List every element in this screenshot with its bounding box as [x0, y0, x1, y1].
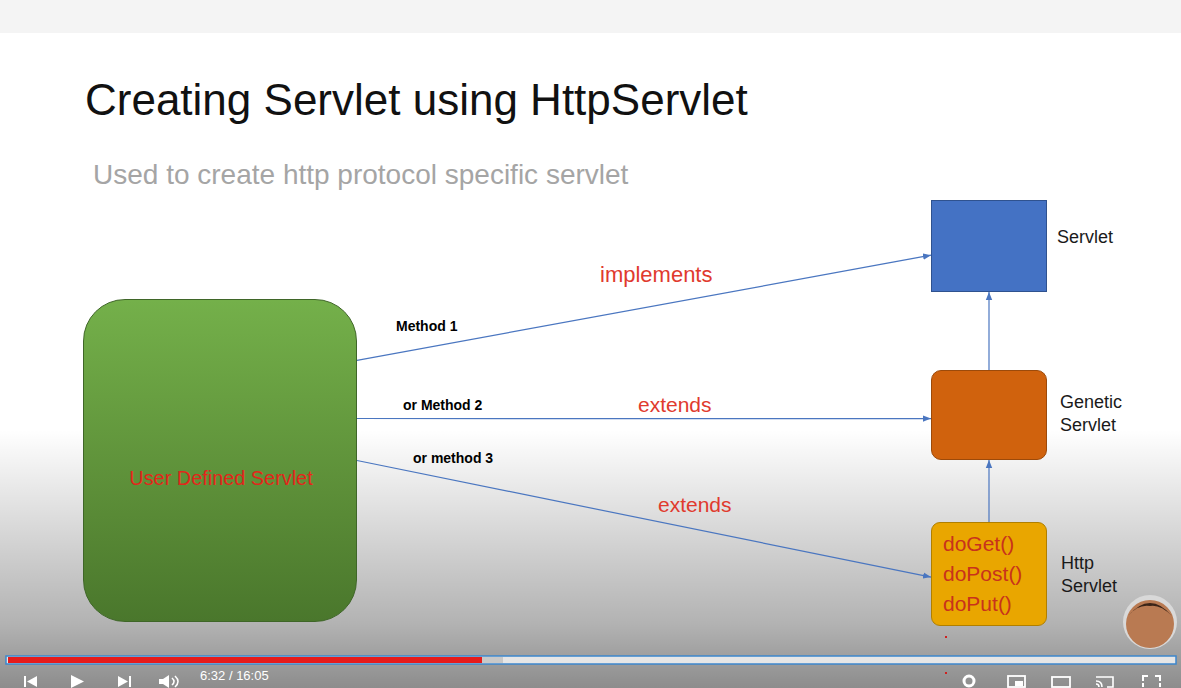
method-note: Method 1 [396, 319, 457, 334]
miniplayer-icon [1008, 676, 1025, 687]
progress-buffer [482, 657, 503, 663]
skip-icon [118, 676, 128, 687]
video-time: 6:32 / 16:05 [200, 669, 269, 683]
connector-arrow [988, 292, 989, 370]
avatar-hair [1128, 603, 1172, 616]
theater-icon [1052, 677, 1070, 687]
miniplayer-icon [1015, 681, 1023, 686]
volume-icon [172, 676, 178, 687]
connector-arrow [988, 460, 989, 522]
progress-played [8, 657, 482, 663]
dot [945, 636, 947, 638]
class-box: Genetic Servlet [931, 370, 1047, 460]
volume-icon [159, 675, 169, 688]
relation-label: implements [600, 263, 712, 287]
skip-back-icon [24, 676, 26, 687]
interface-box: Servlet [931, 200, 1047, 292]
method-note: or method 3 [413, 451, 493, 466]
connector-arrow [357, 461, 931, 578]
cast-icon [1096, 677, 1113, 687]
method-name: doGet() [943, 529, 1042, 559]
method-name: doPut() [943, 589, 1042, 619]
method-note: or Method 2 [403, 398, 482, 413]
user-servlet-box: User Defined Servlet [83, 299, 357, 622]
settings-icon [964, 676, 974, 686]
node-heading: Genetic Servlet [1060, 391, 1140, 438]
node-heading: Servlet [1057, 226, 1113, 249]
progress-track [6, 656, 1176, 664]
class-box: Http ServletdoGet()doPost()doPut() [931, 522, 1047, 626]
dot [945, 672, 947, 674]
avatar-face [1126, 600, 1174, 648]
play-icon [71, 675, 84, 688]
slide-title: Creating Servlet using HttpServlet [85, 76, 748, 124]
method-name: doPost() [943, 559, 1042, 589]
connector-arrow [357, 418, 931, 419]
node-heading: Http Servlet [1061, 552, 1141, 599]
fullscreen-icon [1143, 676, 1160, 687]
node-title: User Defined Servlet [84, 466, 358, 492]
top-strip [0, 0, 1181, 33]
relation-label: extends [638, 393, 712, 416]
skip-back-icon [27, 676, 37, 687]
connector-arrow [357, 255, 931, 360]
avatar-ring [1123, 595, 1177, 649]
relation-label: extends [658, 493, 732, 516]
subtitle: Used to create http protocol specific se… [93, 160, 628, 191]
skip-icon [129, 676, 131, 687]
